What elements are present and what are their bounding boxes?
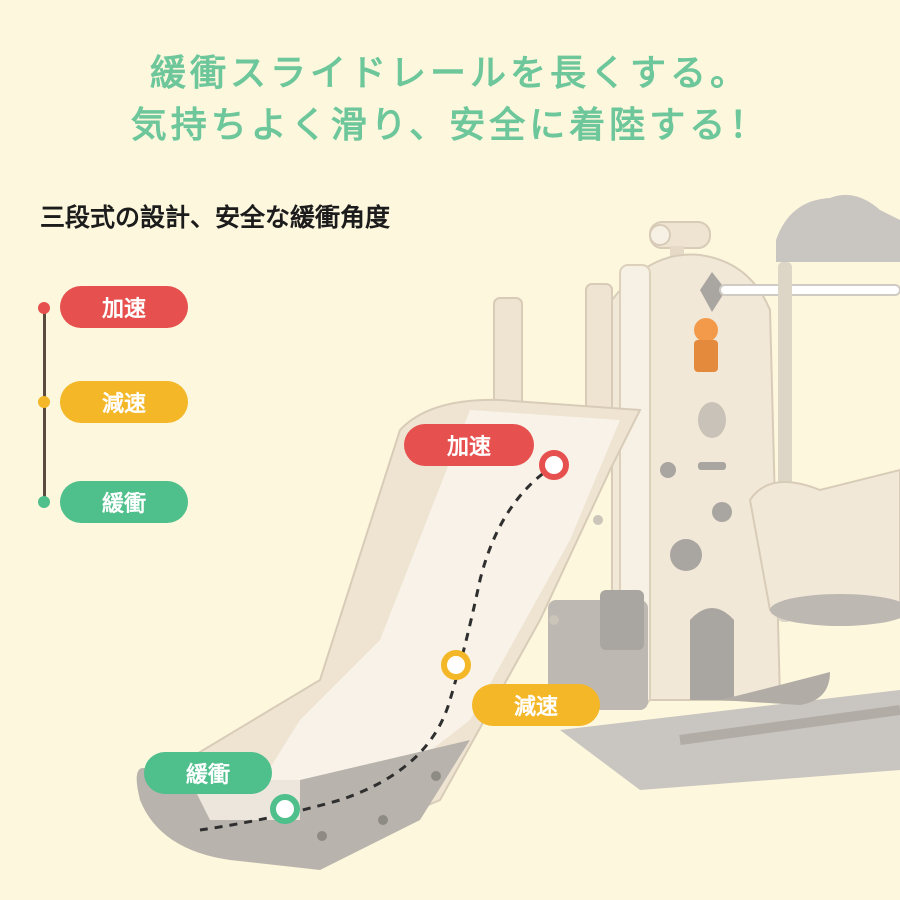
slide-label-buffer: 緩衝 — [144, 752, 272, 794]
legend-dot-accelerate — [38, 302, 50, 314]
slide-marker-decelerate — [441, 650, 471, 680]
legend-pill-buffer: 緩衝 — [60, 481, 188, 523]
legend-dot-decelerate — [38, 396, 50, 408]
headline-line-2: 気持ちよく滑り、安全に着陸する！ — [130, 105, 770, 146]
legend-pill-accelerate: 加速 — [60, 286, 188, 328]
subtitle: 三段式の設計、安全な緩衝角度 — [40, 203, 391, 232]
slide-label-accelerate: 加速 — [404, 424, 534, 466]
legend-dot-buffer — [38, 496, 50, 508]
legend-pill-decelerate: 減速 — [60, 381, 188, 423]
slide-label-decelerate: 減速 — [472, 684, 600, 726]
slide-marker-buffer — [270, 794, 300, 824]
slide-marker-accelerate — [539, 450, 569, 480]
headline-line-1: 緩衝スライドレールを長くする。 — [149, 53, 750, 94]
